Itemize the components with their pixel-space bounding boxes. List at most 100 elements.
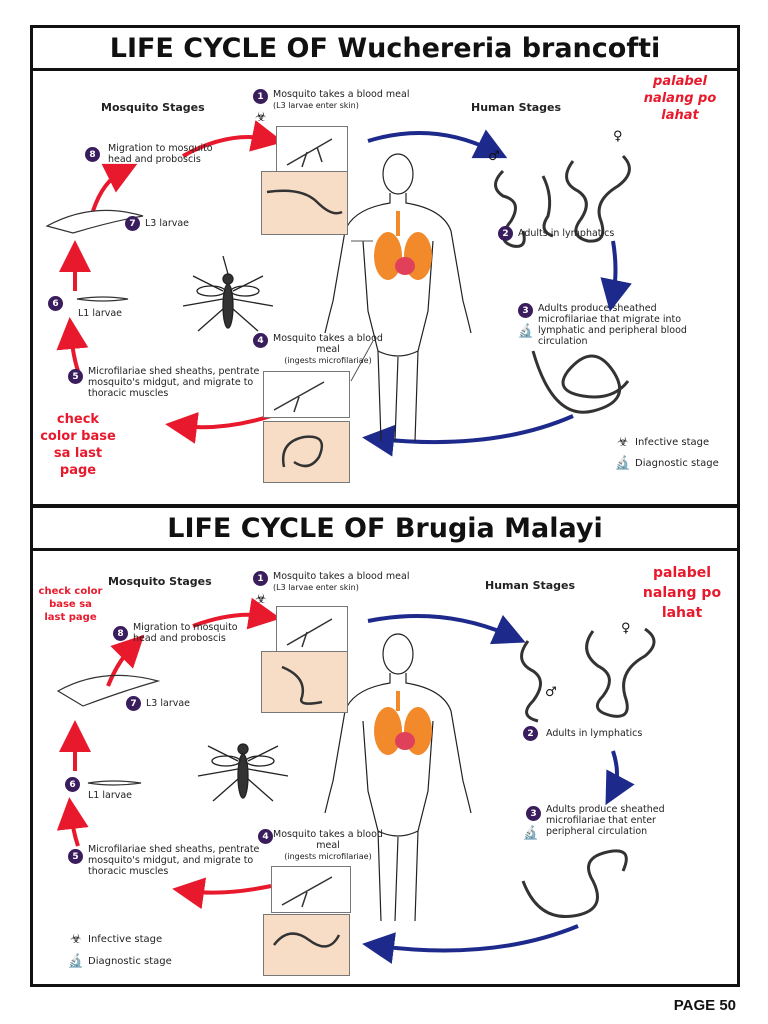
- page-number: PAGE 50: [673, 997, 736, 1014]
- bottom-diagram-art: [56, 597, 656, 964]
- bottom-step-4-label: Mosquito takes a blood meal (ingests mic…: [273, 829, 383, 862]
- top-note-left: check color base sa last page: [40, 412, 116, 478]
- arrow-1-to-2: [367, 129, 508, 159]
- top-step-3-badge: 3: [518, 303, 533, 318]
- bottom-microfilariae-box: [263, 914, 350, 976]
- top-legend-infective: ☣ Infective stage: [615, 434, 709, 450]
- mosquito-icon: [286, 618, 333, 648]
- bottom-legend-diagnostic: 🔬 Diagnostic stage: [68, 953, 172, 969]
- microscope-icon: 🔬: [522, 825, 540, 841]
- top-step-1-sub: (L3 larvae enter skin): [273, 101, 359, 110]
- bottom-step-4-title: Mosquito takes a blood meal: [273, 829, 383, 851]
- adult-worm-male-drawing: [494, 169, 526, 248]
- top-title: LIFE CYCLE OF Wuchereria brancofti: [109, 32, 661, 64]
- top-life-cycle-frame: LIFE CYCLE OF Wuchereria brancofti: [30, 25, 740, 507]
- top-note-right: palabel nalang po lahat: [643, 74, 717, 123]
- arrow-2-to-3: [600, 240, 632, 312]
- top-step-6-label: L1 larvae: [78, 308, 123, 319]
- bottom-step-2-label: Adults in lymphatics: [546, 728, 643, 739]
- bottom-step-6-badge: 6: [65, 777, 80, 792]
- worm-icon: [281, 435, 324, 468]
- arrow-8-to-1: [182, 120, 284, 158]
- mosquito-illustration: [182, 255, 274, 332]
- bottom-step-4-sub: (ingests microfilariae): [284, 852, 372, 861]
- worm-icon: [281, 665, 323, 705]
- bottom-note-right: palabel nalang po lahat: [642, 565, 722, 621]
- top-legend-diagnostic: 🔬 Diagnostic stage: [615, 455, 719, 471]
- top-step-1-title: Mosquito takes a blood meal: [273, 89, 410, 100]
- worm-icon: [266, 189, 343, 215]
- bottom-step-1-label: Mosquito takes a blood meal (L3 larvae e…: [273, 571, 423, 593]
- bottom-step-4-badge: 4: [258, 829, 273, 844]
- top-step-4-sub: (ingests microfilariae): [284, 356, 372, 365]
- mosquito-icon: [286, 138, 333, 168]
- heart: [395, 257, 415, 275]
- bottom-step-8-label: Migration to mosquito head and proboscis: [133, 622, 238, 644]
- bottom-mosquito-bite-box-1: [276, 606, 348, 653]
- top-microfilariae-box: [263, 421, 350, 483]
- top-step-5-label: Microfilariae shed sheaths, pentrate mos…: [88, 366, 260, 399]
- left-lung: [374, 232, 402, 280]
- top-step-4-badge: 4: [253, 333, 268, 348]
- male-symbol-icon: ♂: [545, 685, 557, 700]
- top-step-7-badge: 7: [125, 216, 140, 231]
- arrow-3-to-4: [362, 414, 574, 457]
- top-step-6-badge: 6: [48, 296, 63, 311]
- bottom-life-cycle-frame: LIFE CYCLE OF Brugia Malayi: [30, 505, 740, 987]
- top-l3-larvae-box: [261, 171, 348, 235]
- biohazard-icon: ☣: [70, 931, 82, 947]
- top-diagram-panel: Mosquito Stages Human Stages 1 Mosquito …: [33, 71, 737, 504]
- bottom-legend-diagnostic-label: Diagnostic stage: [88, 955, 172, 967]
- bottom-legend-infective: ☣ Infective stage: [68, 931, 162, 947]
- l1-larva-drawing: [76, 296, 129, 302]
- top-step-7-label: L3 larvae: [145, 218, 190, 229]
- top-step-1-badge: 1: [253, 89, 268, 104]
- bottom-diagram-panel: Mosquito Stages Human Stages 1 Mosquito …: [33, 551, 737, 984]
- microscope-icon: 🔬: [67, 953, 85, 969]
- arrow-5-to-6: [56, 317, 89, 372]
- top-step-4-label: Mosquito takes a blood meal (ingests mic…: [273, 333, 383, 366]
- bottom-step-7-label: L3 larvae: [146, 698, 191, 709]
- l3-larva-drawing: [45, 209, 144, 234]
- microscope-icon: 🔬: [517, 323, 535, 339]
- bottom-note-left: check color base sa last page: [38, 586, 103, 623]
- female-symbol-icon: ♀: [621, 621, 631, 636]
- bottom-step-5-label: Microfilariae shed sheaths, pentrate mos…: [88, 844, 260, 877]
- biohazard-icon: ☣: [255, 109, 267, 125]
- bottom-title-bar: LIFE CYCLE OF Brugia Malayi: [33, 508, 737, 551]
- worm-icon: [273, 932, 341, 948]
- top-mosquito-bite-box-4: [263, 371, 350, 418]
- top-title-bar: LIFE CYCLE OF Wuchereria brancofti: [33, 28, 737, 71]
- biohazard-icon: ☣: [617, 434, 629, 450]
- bottom-l3-larvae-box: [261, 651, 348, 713]
- top-legend-diagnostic-label: Diagnostic stage: [635, 457, 719, 469]
- mosquito-icon: [273, 381, 325, 413]
- male-symbol-icon: ♂: [488, 149, 500, 164]
- mosquito-icon: [281, 876, 333, 908]
- top-step-8-badge: 8: [85, 147, 100, 162]
- microfilariae-drawing: [531, 350, 630, 414]
- bottom-human-stages-header: Human Stages: [485, 579, 576, 592]
- arrow-4-to-5: [165, 411, 272, 444]
- bottom-step-1-title: Mosquito takes a blood meal: [273, 571, 410, 582]
- top-mosquito-stages-header: Mosquito Stages: [101, 101, 205, 114]
- bottom-step-1-sub: (L3 larvae enter skin): [273, 583, 359, 592]
- arrow-7-to-8: [91, 163, 138, 212]
- bottom-step-7-badge: 7: [126, 696, 141, 711]
- bottom-step-1-badge: 1: [253, 571, 268, 586]
- biohazard-icon: ☣: [255, 591, 267, 607]
- bottom-step-3-badge: 3: [526, 806, 541, 821]
- bottom-step-6-label: L1 larvae: [88, 790, 133, 801]
- top-step-8-label: Migration to mosquito head and proboscis: [108, 143, 213, 165]
- top-step-1-label: Mosquito takes a blood meal (L3 larvae e…: [273, 89, 423, 111]
- top-step-3-label: Adults produce sheathed microfilariae th…: [538, 303, 687, 347]
- bottom-step-3-label: Adults produce sheathed microfilariae th…: [546, 804, 665, 837]
- bottom-legend-infective-label: Infective stage: [88, 933, 163, 945]
- bottom-step-5-badge: 5: [68, 849, 83, 864]
- adult-worm-female-drawing: [565, 154, 631, 243]
- female-symbol-icon: ♀: [613, 129, 623, 144]
- top-step-2-badge: 2: [498, 226, 513, 241]
- bottom-step-8-badge: 8: [113, 626, 128, 641]
- top-mosquito-bite-box-1: [276, 126, 348, 173]
- top-legend-infective-label: Infective stage: [635, 436, 710, 448]
